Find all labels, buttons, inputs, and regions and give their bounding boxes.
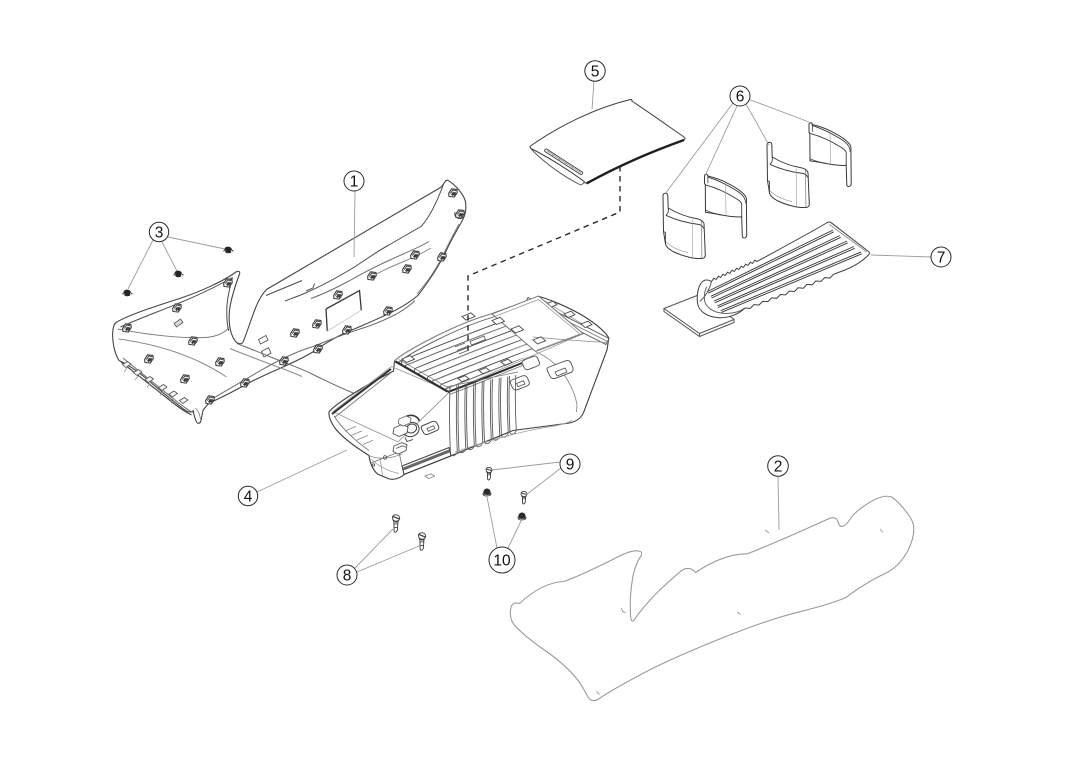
svg-text:5: 5 [591,64,600,81]
svg-text:3: 3 [155,225,164,242]
svg-text:6: 6 [736,89,745,106]
svg-text:2: 2 [774,459,783,476]
svg-text:4: 4 [244,489,253,506]
svg-text:10: 10 [493,553,511,570]
svg-text:7: 7 [937,250,946,267]
svg-text:1: 1 [350,174,359,191]
svg-text:8: 8 [343,568,352,585]
svg-text:9: 9 [566,457,575,474]
